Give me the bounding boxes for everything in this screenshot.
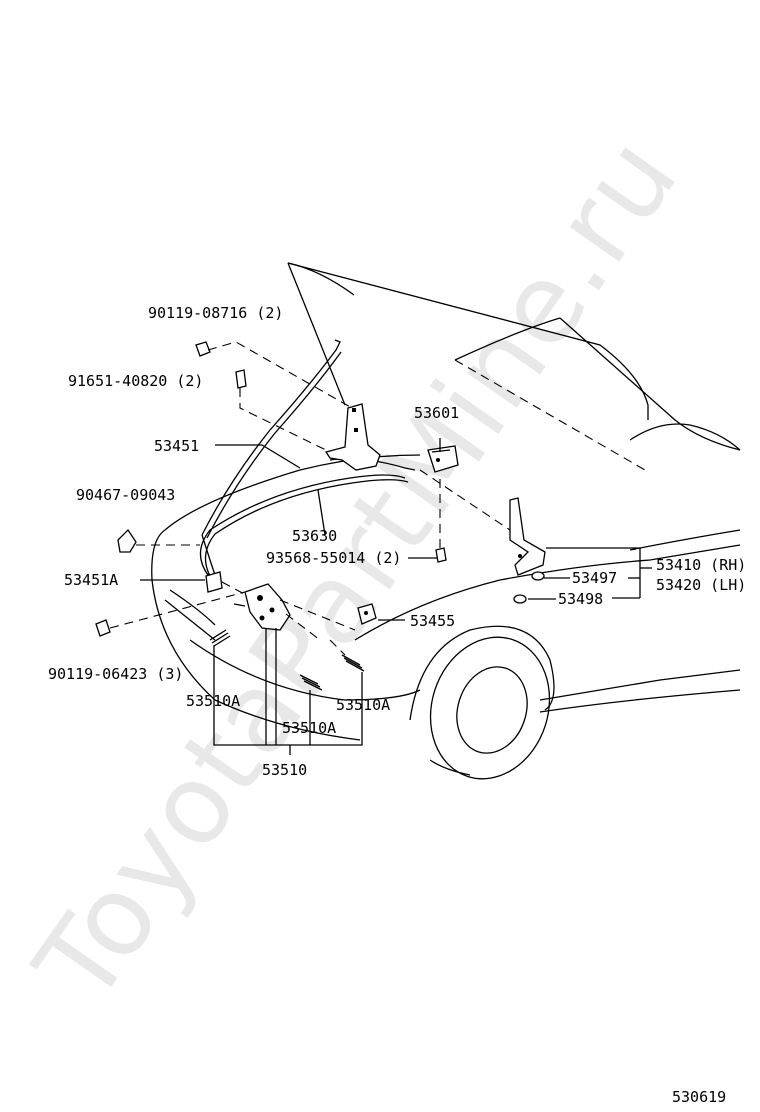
hood-lock-bracket [324, 403, 381, 471]
hood-lock-assembly [209, 583, 365, 691]
leader-lines [109, 341, 652, 755]
label-release-cable: 53630 [292, 527, 337, 545]
label-support-rod: 53451 [154, 437, 199, 455]
label-lock-sub-left: 53510A [186, 692, 240, 710]
clip [117, 528, 137, 553]
label-hinge-rh: 53410 (RH) [656, 556, 746, 574]
label-lock-sub-mid: 53510A [282, 719, 336, 737]
hood-support-rod [201, 339, 342, 576]
car-body-outline [151, 262, 741, 780]
label-bolt-upper: 90119-08716 (2) [148, 304, 283, 322]
hood-lock-control [357, 603, 377, 625]
rod-holder [205, 571, 223, 593]
label-hinge-lh: 53420 (LH) [656, 576, 746, 594]
label-bolt-lower: 90119-06423 (3) [48, 665, 183, 683]
bolts [95, 341, 447, 637]
label-lock-sub-right: 53510A [336, 696, 390, 714]
callout-labels: 90119-08716 (2) 91651-40820 (2) 53451 90… [48, 304, 746, 1106]
hood-hinge [509, 497, 546, 604]
hood-stopper [427, 445, 459, 473]
label-bolt-mid: 91651-40820 (2) [68, 372, 203, 390]
label-rod-holder: 53451A [64, 571, 118, 589]
figure-code: 530619 [672, 1088, 726, 1106]
label-hinge-part: 53498 [558, 590, 603, 608]
label-lock-assy: 53510 [262, 761, 307, 779]
label-clip: 90467-09043 [76, 486, 175, 504]
label-stopper: 53601 [414, 404, 459, 422]
label-screw: 93568-55014 (2) [266, 549, 401, 567]
label-hinge-cushion: 53497 [572, 569, 617, 587]
label-lock-control: 53455 [410, 612, 455, 630]
